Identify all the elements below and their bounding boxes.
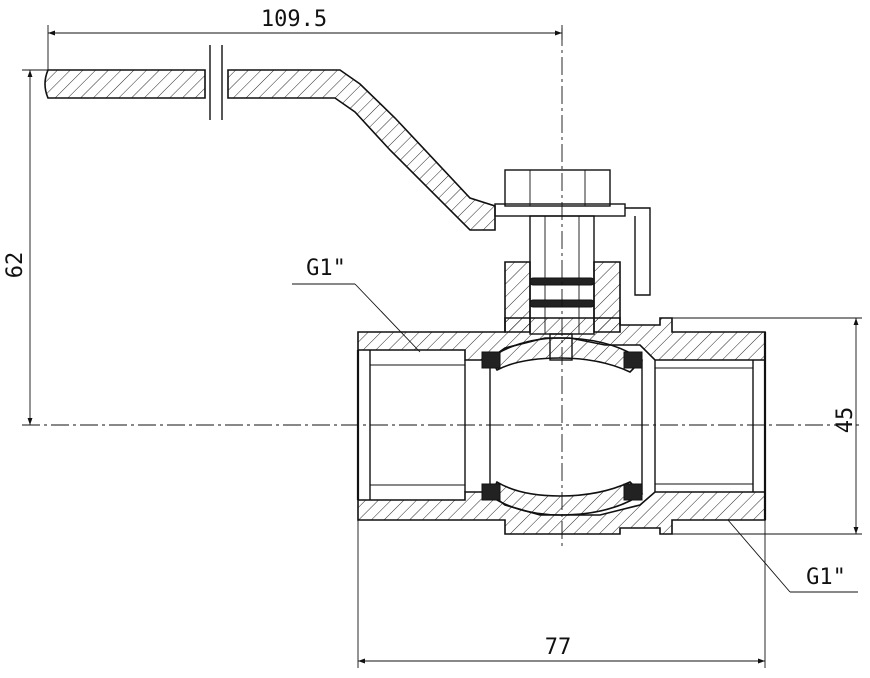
dim-body-height: 45 — [833, 318, 859, 534]
body-neck — [504, 261, 621, 333]
dim-body-length: 77 — [358, 635, 765, 664]
thread-callout-right: G1" — [727, 519, 858, 593]
thread-label-left: G1" — [306, 256, 346, 281]
ball-seat-seal — [623, 483, 643, 501]
extension-lines — [22, 25, 862, 668]
dim-total-height: 62 — [3, 70, 33, 425]
valve-body — [356, 317, 767, 535]
handle-lever — [44, 45, 496, 231]
dim-body-length-text: 77 — [545, 635, 572, 660]
ball-seat-seal — [623, 351, 643, 369]
thread-label-right: G1" — [806, 565, 846, 590]
ball-seat-seal — [481, 483, 501, 501]
ball-seat-seal — [481, 351, 501, 369]
valve-ball — [481, 337, 644, 516]
dim-total-height-text: 62 — [3, 252, 28, 279]
dim-body-height-text: 45 — [833, 407, 858, 434]
dim-handle-length-text: 109.5 — [261, 7, 327, 32]
dim-handle-length: 109.5 — [48, 7, 562, 36]
thread-callout-left: G1" — [292, 256, 421, 353]
